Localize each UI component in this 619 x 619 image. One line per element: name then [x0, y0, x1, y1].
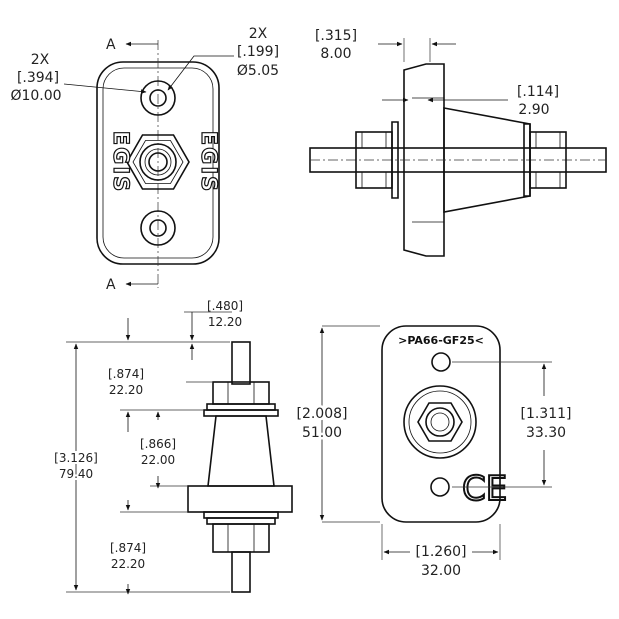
logo-right: EGIS — [197, 131, 221, 194]
side-washer-top-1 — [206, 403, 276, 411]
small-hole-mm: Ø10.00 — [10, 88, 61, 104]
small-hole-qty: 2X — [31, 52, 50, 68]
nut-bottom-mm: 22.20 — [111, 557, 145, 571]
nut-right-top-hatch — [535, 131, 561, 149]
bottom-hole-inner — [149, 219, 167, 237]
rear-view: >PA66-GF25< CE [2.008] 51.00 [1.311] 33.… — [294, 325, 572, 579]
section-label-top: A — [106, 37, 116, 53]
body-mm: 22.00 — [141, 453, 175, 467]
side-washer-top-2 — [203, 409, 279, 417]
material-marking: >PA66-GF25< — [398, 334, 484, 347]
plate-height-inch: [2.008] — [296, 406, 347, 422]
section-label-bottom: A — [106, 277, 116, 293]
side-nut-top — [212, 381, 270, 405]
front-view: EGIS EGIS A A 2X [.394] Ø10.00 2X [.199]… — [10, 26, 279, 293]
logo-left: EGIS — [109, 131, 133, 194]
large-hole-leader — [167, 55, 234, 91]
rear-boss-ring — [408, 390, 472, 454]
top-hole-outer — [140, 80, 176, 116]
small-hole-inch: [.394] — [17, 70, 59, 86]
rear-stud-outer — [425, 407, 455, 437]
rear-plate-outline — [381, 325, 501, 523]
section-washer-right — [523, 123, 531, 197]
side-nut-bottom — [212, 523, 270, 553]
center-hex-nut — [126, 134, 190, 190]
stud-top-inch: [.480] — [207, 299, 243, 313]
shoulder-mm: 2.90 — [518, 102, 549, 118]
nut-right-bottom-hatch — [535, 171, 561, 189]
plate-width-inch: [1.260] — [415, 544, 466, 560]
overall-length-mm: 79.40 — [59, 467, 93, 481]
section-flange — [403, 63, 445, 257]
ce-mark: CE — [462, 469, 507, 509]
side-washer-bottom-1 — [203, 511, 279, 519]
small-hole-leader — [63, 83, 147, 94]
nut-top-inch: [.874] — [108, 367, 144, 381]
large-hole-inch: [.199] — [237, 44, 279, 60]
stud-top-mm: 12.20 — [208, 315, 242, 329]
body-inch: [.866] — [140, 437, 176, 451]
plate-width-mm: 32.00 — [421, 563, 461, 579]
top-hole-inner — [149, 89, 167, 107]
section-view: [.315] 8.00 [.114] 2.90 — [309, 28, 607, 257]
nut-bottom-inch: [.874] — [110, 541, 146, 555]
side-stud-bottom — [231, 551, 251, 593]
center-stud-core — [148, 152, 168, 172]
side-body — [207, 415, 275, 487]
section-washer-left — [391, 121, 399, 199]
large-hole-mm: Ø5.05 — [237, 63, 279, 79]
nut-top-mm: 22.20 — [109, 383, 143, 397]
side-flange — [187, 485, 293, 513]
plate-height-mm: 51.00 — [302, 425, 342, 441]
rear-stud-inner — [430, 412, 450, 432]
bottom-hole-outer — [140, 210, 176, 246]
large-hole-qty: 2X — [249, 26, 268, 42]
rear-boss-outer — [403, 385, 477, 459]
flange-thickness-inch: [.315] — [315, 28, 357, 44]
flange-thickness-mm: 8.00 — [320, 46, 351, 62]
rear-bottom-hole — [430, 477, 450, 497]
rear-top-hole — [431, 352, 451, 372]
side-stud-top — [231, 341, 251, 385]
side-view: [3.126] 79.40 [.480] 12.20 [.874] 22.20 … — [52, 299, 293, 595]
nut-left-bottom-hatch — [361, 171, 387, 189]
hole-spacing-inch: [1.311] — [520, 406, 571, 422]
center-hex-chamfer — [132, 140, 184, 184]
center-stud-thread — [144, 148, 172, 176]
hole-spacing-mm: 33.30 — [526, 425, 566, 441]
overall-length-inch: [3.126] — [54, 451, 98, 465]
nut-left-top-hatch — [361, 131, 387, 149]
shoulder-inch: [.114] — [517, 84, 559, 100]
rear-hex — [417, 402, 463, 442]
center-stud-outer — [139, 143, 177, 181]
side-washer-bottom-2 — [206, 517, 276, 525]
